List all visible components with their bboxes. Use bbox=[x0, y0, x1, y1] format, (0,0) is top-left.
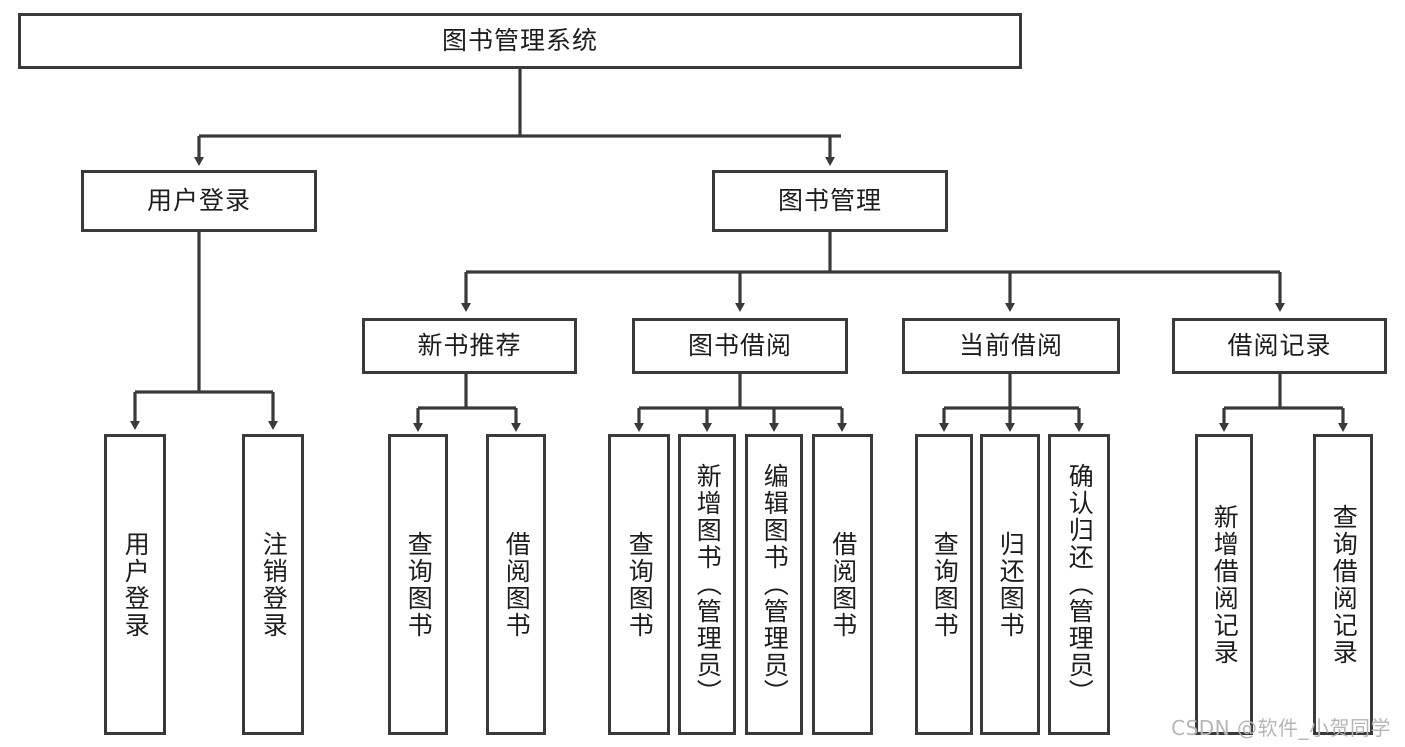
leaf-node-label: 用户登录 bbox=[121, 530, 151, 639]
leaf-node[interactable]: 查询图书 bbox=[388, 434, 448, 735]
node-new-book-recommend[interactable]: 新书推荐 bbox=[362, 318, 577, 374]
leaf-node[interactable]: 借阅图书 bbox=[486, 434, 546, 735]
leaf-node-label: 查询图书 bbox=[625, 530, 655, 639]
leaf-node[interactable]: 确认归还（管理员） bbox=[1048, 434, 1110, 735]
leaf-node[interactable]: 注销登录 bbox=[242, 434, 304, 735]
leaf-node-label: 编辑图书（管理员） bbox=[760, 463, 790, 706]
node-borrow-record-label: 借阅记录 bbox=[1227, 331, 1332, 360]
node-book-management[interactable]: 图书管理 bbox=[712, 170, 948, 232]
leaf-node[interactable]: 查询图书 bbox=[915, 434, 973, 735]
leaf-node[interactable]: 归还图书 bbox=[980, 434, 1040, 735]
node-root[interactable]: 图书管理系统 bbox=[18, 13, 1022, 69]
leaf-node-label: 新增借阅记录 bbox=[1210, 503, 1240, 666]
node-book-borrow-label: 图书借阅 bbox=[687, 331, 792, 360]
leaf-node-label: 注销登录 bbox=[259, 530, 289, 639]
leaf-node-label: 查询图书 bbox=[404, 530, 434, 639]
leaf-node-label: 确认归还（管理员） bbox=[1065, 463, 1095, 706]
leaf-node[interactable]: 新增借阅记录 bbox=[1195, 434, 1253, 735]
leaf-node[interactable]: 新增图书（管理员） bbox=[678, 434, 736, 735]
node-book-borrow[interactable]: 图书借阅 bbox=[632, 318, 848, 374]
node-root-label: 图书管理系统 bbox=[441, 26, 598, 55]
node-user-login-label: 用户登录 bbox=[146, 186, 251, 215]
node-new-book-recommend-label: 新书推荐 bbox=[417, 331, 522, 360]
leaf-node-label: 查询图书 bbox=[930, 530, 960, 639]
leaf-node-label: 借阅图书 bbox=[502, 530, 532, 639]
node-current-borrow-label: 当前借阅 bbox=[958, 331, 1063, 360]
node-book-management-label: 图书管理 bbox=[777, 186, 882, 215]
node-user-login[interactable]: 用户登录 bbox=[81, 170, 317, 232]
leaf-node[interactable]: 编辑图书（管理员） bbox=[745, 434, 803, 735]
leaf-node[interactable]: 查询图书 bbox=[608, 434, 670, 735]
leaf-node-label: 新增图书（管理员） bbox=[693, 463, 723, 706]
node-current-borrow[interactable]: 当前借阅 bbox=[902, 318, 1120, 374]
watermark: CSDN @软件_小贺同学 bbox=[1171, 716, 1391, 740]
leaf-node[interactable]: 借阅图书 bbox=[812, 434, 873, 735]
leaf-node-label: 借阅图书 bbox=[828, 530, 858, 639]
node-borrow-record[interactable]: 借阅记录 bbox=[1172, 318, 1387, 374]
leaf-node-label: 查询借阅记录 bbox=[1329, 503, 1359, 666]
leaf-node[interactable]: 查询借阅记录 bbox=[1313, 434, 1373, 735]
leaf-node[interactable]: 用户登录 bbox=[104, 434, 166, 735]
leaf-node-label: 归还图书 bbox=[996, 530, 1026, 639]
